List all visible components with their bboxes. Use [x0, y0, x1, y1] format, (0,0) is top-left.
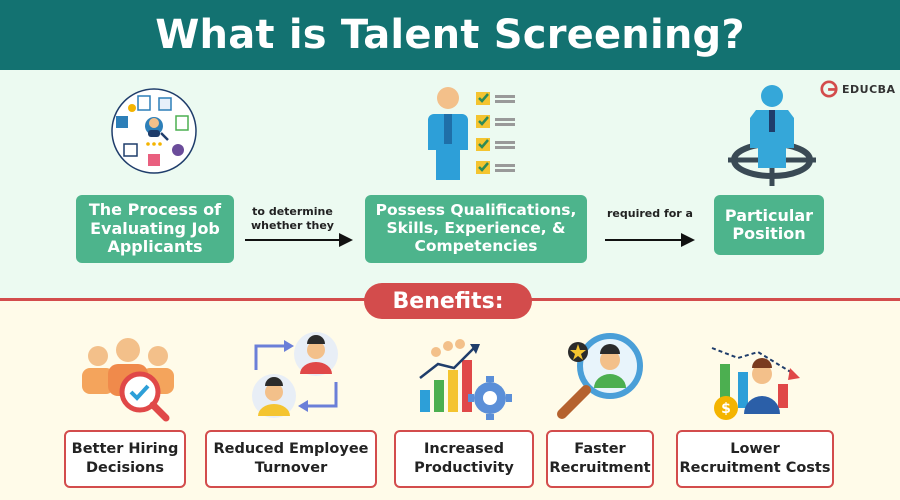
arrow-right-icon [605, 233, 695, 247]
process-step-position: Particular Position [714, 195, 824, 255]
growth-chart-gear-icon [419, 339, 512, 420]
magnifier-candidate-icon [557, 333, 643, 419]
svg-text:$: $ [721, 401, 731, 417]
process-step-evaluating: The Process of Evaluating Job Applicants [76, 195, 234, 263]
benefit-card-hiring: Better Hiring Decisions [64, 430, 186, 488]
process-step-qualifications: Possess Qualifications, Skills, Experien… [365, 195, 587, 263]
cost-chart-icon: $ [711, 347, 800, 420]
benefit-card-costs: Lower Recruitment Costs [676, 430, 834, 488]
header-bar: What is Talent Screening? [0, 0, 900, 70]
benefit-card-recruitment: Faster Recruitment [546, 430, 654, 488]
benefit-card-turnover: Reduced Employee Turnover [205, 430, 377, 488]
logo-text: EDUCBA [842, 82, 896, 96]
applicant-network-icon [111, 88, 197, 174]
target-person-icon [728, 85, 816, 186]
employee-swap-icon [252, 332, 338, 418]
connector-label-required: required for a [607, 207, 693, 220]
checklist-person-icon [428, 87, 515, 180]
benefits-heading: Benefits: [364, 283, 532, 319]
educba-logo-icon [820, 80, 838, 98]
benefit-card-productivity: Increased Productivity [394, 430, 534, 488]
connector-label-determine: to determine whether they [251, 205, 334, 233]
page-title: What is Talent Screening? [155, 12, 745, 58]
educba-logo: EDUCBA [820, 80, 896, 98]
team-check-icon [82, 338, 174, 422]
arrow-right-icon [245, 233, 353, 247]
